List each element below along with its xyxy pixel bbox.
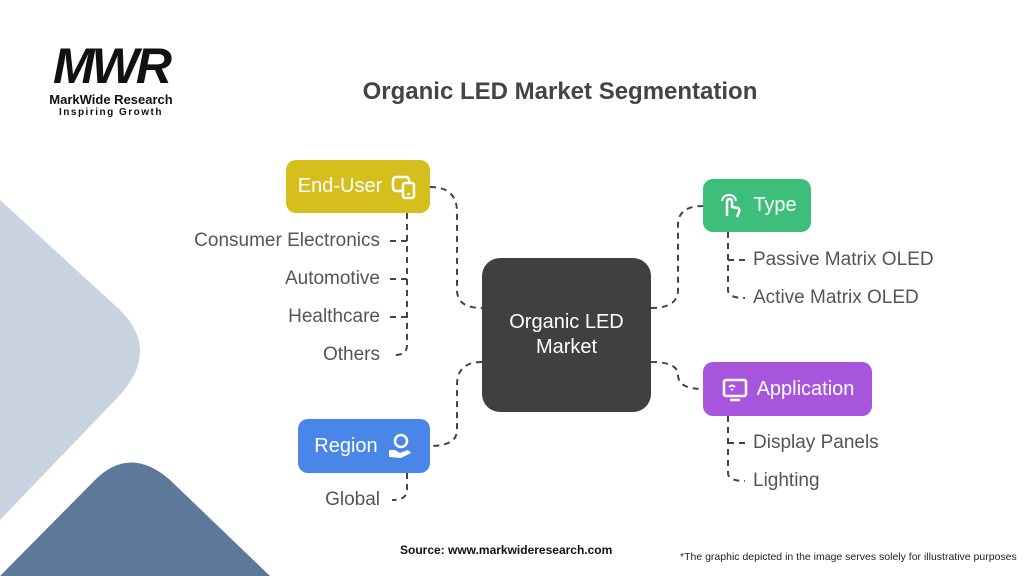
center-line-1: Organic LED: [509, 311, 624, 333]
page-title: Organic LED Market Segmentation: [362, 78, 758, 105]
application-label: Application: [756, 377, 855, 400]
devices-icon: [391, 175, 416, 199]
application-item: Display Panels: [753, 432, 879, 453]
segment-end-user: End-User: [286, 160, 430, 213]
logo-mark: MWR: [53, 38, 172, 94]
globe-hand-icon: [388, 433, 411, 458]
type-item: Active Matrix OLED: [753, 287, 919, 308]
type-item: Passive Matrix OLED: [753, 249, 934, 270]
segment-type: Type: [703, 179, 811, 232]
logo-name: MarkWide Research: [49, 92, 173, 107]
logo: MWR MarkWide Research Inspiring Growth: [36, 40, 186, 118]
center-line-2: Market: [535, 336, 598, 358]
segment-application: Application: [703, 362, 872, 416]
smart-tv-icon: [722, 378, 747, 402]
application-item: Lighting: [753, 470, 820, 491]
source-text: Source: www.markwideresearch.com: [400, 543, 613, 557]
type-label: Type: [753, 194, 797, 216]
logo-tagline: Inspiring Growth: [59, 107, 163, 118]
bg-shape-dark: [0, 462, 270, 576]
end-user-label: End-User: [297, 175, 383, 197]
end-user-item: Automotive: [284, 268, 380, 289]
center-node: Organic LED Market: [482, 258, 651, 412]
end-user-item: Healthcare: [288, 306, 380, 327]
region-item: Global: [325, 489, 380, 510]
region-label: Region: [314, 434, 378, 457]
footnote: *The graphic depicted in the image serve…: [680, 551, 1017, 563]
end-user-item: Consumer Electronics: [194, 230, 380, 251]
end-user-item: Others: [322, 344, 380, 365]
touch-hand-icon: [721, 193, 741, 217]
connectors: [390, 186, 746, 501]
bg-shape-light: [0, 200, 140, 520]
segment-region: Region: [298, 419, 430, 473]
